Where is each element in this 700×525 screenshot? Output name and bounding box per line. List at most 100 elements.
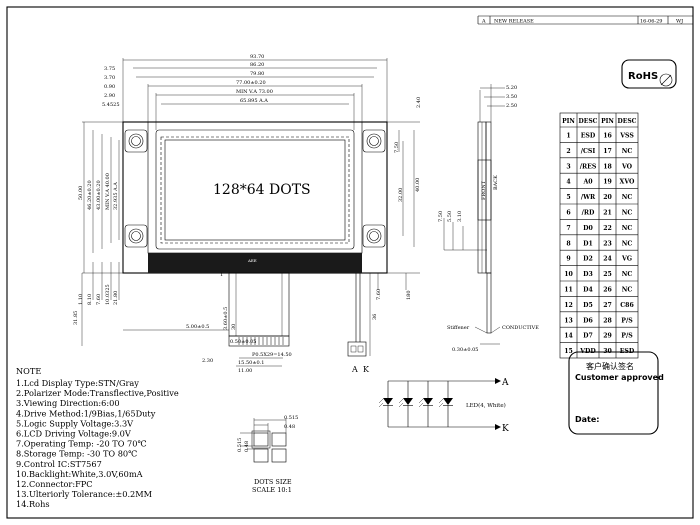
display-text: 128*64 DOTS: [213, 182, 311, 198]
pin-table-cell: 12: [564, 302, 573, 309]
pin-table-cell: C86: [620, 302, 634, 309]
notes: NOTE 1.Lcd Display Type:STN/Gray2.Polari…: [16, 366, 179, 509]
sheet-border: [6, 6, 694, 519]
dim-bottom-1: 8.10: [87, 294, 93, 305]
dim-bottom-6: 5.00±0.5: [186, 324, 209, 330]
note-line: 13.Ulteriorly Tolerance:±0.2MM: [16, 489, 152, 499]
pin-table-cell: 19: [603, 179, 612, 186]
pin-table-cell: NC: [622, 271, 633, 278]
note-line: 9.Control IC:ST7567: [16, 459, 102, 469]
note-line: 5.Logic Supply Voltage:3.3V: [16, 418, 134, 428]
dim-right-1: 7.50: [394, 142, 400, 153]
led-diode-icon: [438, 381, 453, 427]
customer-title-en: Customer approved: [575, 373, 664, 382]
mounting-hole: [124, 129, 148, 153]
pin-table-cell: 14: [564, 333, 573, 340]
note-line: 12.Connector:FPC: [16, 479, 93, 489]
rev-letter: A: [481, 19, 486, 25]
pin-table-cell: 15: [564, 348, 573, 355]
pin-table-cell: 6: [566, 210, 570, 217]
pin-table-header: PIN: [562, 118, 575, 125]
pin-table-cell: XVO: [620, 179, 635, 186]
pin-table-cell: 20: [603, 194, 612, 201]
mounting-hole: [362, 129, 386, 153]
top-dimensions: 93.70 86.20 3.75 3.70 79.80 0.90 77.00±0…: [102, 54, 388, 130]
note-line: 7.Operating Temp: -20 TO 70℃: [16, 439, 147, 449]
dim-bottom-0: 1.10: [78, 294, 84, 305]
dim-bottom-14: 7.60: [376, 289, 382, 300]
pin-table-cell: 7: [566, 225, 570, 232]
dots-dim-1: 0.48: [284, 424, 295, 430]
dim-bottom-11: P0.5X29=14.50: [252, 352, 292, 358]
pin-table-cell: VSS: [619, 133, 634, 140]
dim-side-1: 3.50: [506, 94, 517, 100]
pin-table-cell: D0: [583, 225, 593, 232]
led-diode-icon: [398, 381, 413, 427]
note-line: 4.Drive Method:1/9Bias,1/65Duty: [16, 408, 156, 418]
pin-table-cell: 23: [603, 240, 612, 247]
side-stiffener-label: Stiffener: [447, 325, 470, 331]
pin-table-cell: 22: [603, 225, 612, 232]
pin-table-cell: NC: [622, 240, 633, 247]
customer-date-label: Date:: [575, 415, 600, 424]
right-dimensions: 2.40 7.50 32.00 40.00: [387, 97, 422, 274]
notes-title: NOTE: [16, 366, 41, 376]
pin-table-cell: D6: [583, 317, 593, 324]
note-line: 6.LCD Driving Voltage:9.0V: [16, 429, 132, 439]
pin-table-cell: 24: [603, 256, 612, 263]
dim-side-6: 0.30±0.05: [452, 347, 478, 353]
connector-label-k: K: [363, 365, 370, 374]
pin-table-cell: 11: [564, 287, 573, 294]
pin-table-cell: D7: [583, 333, 593, 340]
dim-top-0: 93.70: [250, 54, 264, 60]
dim-right-0: 2.40: [416, 97, 422, 108]
dim-bottom-12: 15.50±0.1: [238, 360, 264, 366]
dim-side-5: 3.10: [457, 211, 463, 222]
mounting-hole: [362, 224, 386, 248]
pin-table-cell: 28: [603, 317, 612, 324]
pin-table-cell: D5: [583, 302, 593, 309]
side-view: 5.20 3.50 2.50 FRONT BACK 7.50 5.50 3.10…: [438, 84, 539, 353]
pin-table-cell: NC: [622, 225, 633, 232]
pin-table-cell: ESD: [581, 133, 596, 140]
note-line: 8.Storage Temp: -30 TO 80℃: [16, 449, 137, 459]
pin-table-cell: D3: [583, 271, 593, 278]
pin-table-header: DESC: [618, 118, 637, 125]
dim-bottom-9: 0.50±0.05: [230, 339, 256, 345]
lcd-bottom-band: [148, 253, 362, 273]
pin-table-cell: NC: [622, 148, 633, 155]
rev-date: 16-06-29: [640, 19, 662, 25]
pin-table-cell: NC: [622, 210, 633, 217]
dim-side-4: 5.50: [447, 211, 453, 222]
pin-table-cell: /CSI: [581, 148, 596, 155]
dim-bottom-2: 7.60: [96, 294, 102, 305]
revision-block: A NEW RELEASE 16-06-29 WJ: [477, 15, 693, 25]
pin-table-cell: 26: [603, 287, 612, 294]
pin-table-cell: 3: [566, 163, 570, 170]
dim-top-3: 3.70: [104, 75, 115, 81]
customer-title-cn: 客户确认签名: [586, 361, 634, 371]
pin-table-cell: 18: [603, 163, 612, 170]
dim-side-0: 5.20: [506, 85, 517, 91]
dim-top-9: 5.4525: [102, 102, 120, 108]
pin-table-cell: 27: [603, 302, 612, 309]
dim-bottom-8: 30: [231, 324, 237, 330]
side-front-label: FRONT: [481, 180, 487, 200]
rohs-label: RoHS: [628, 71, 658, 82]
pin-table-cell: /WR: [581, 194, 596, 201]
rev-by: WJ: [676, 19, 683, 25]
dim-top-10: 65.895 A.A: [240, 98, 268, 104]
dim-top-4: 79.80: [250, 71, 264, 77]
pin-table-cell: P/S: [621, 333, 633, 340]
pin-table-cell: D4: [583, 287, 593, 294]
led-diode-icon: [378, 381, 393, 427]
pin-table-cell: 16: [603, 133, 612, 140]
note-line: 2.Polarizer Mode:Transflective,Positive: [16, 388, 179, 398]
dim-right-2: 32.00: [398, 188, 404, 202]
pin-table-cell: /RES: [580, 163, 597, 170]
dim-bottom-4: 21.80: [113, 291, 119, 305]
note-line: 10.Backlight:White,3.0V,60mA: [16, 469, 143, 479]
connector-label-a: A: [351, 365, 358, 374]
dim-bottom-7: 3.60±0.5: [223, 307, 229, 330]
